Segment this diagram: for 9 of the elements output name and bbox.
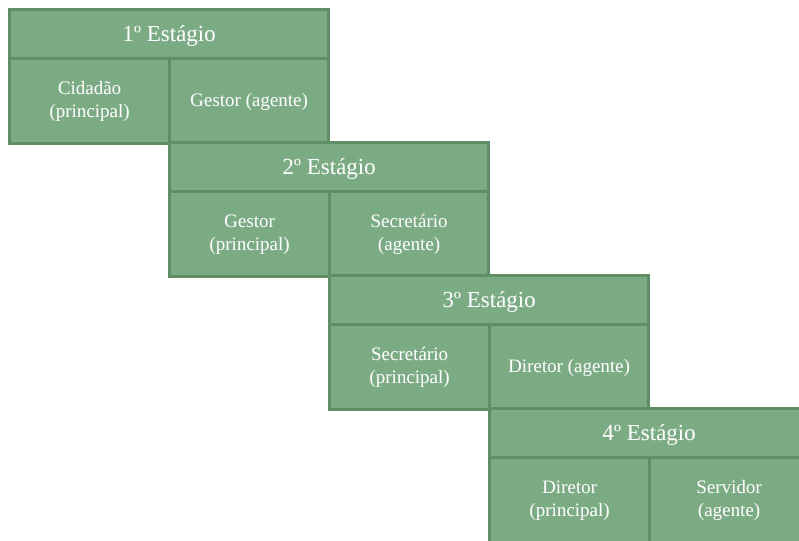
role-cell: Servidor (agente): [648, 456, 799, 541]
stage-header: 4º Estágio: [488, 407, 799, 459]
role-cell: Gestor (principal): [168, 190, 331, 278]
stage-header: 2º Estágio: [168, 141, 490, 193]
stage-header: 3º Estágio: [328, 274, 650, 326]
role-cell: Diretor (principal): [488, 456, 651, 541]
role-cell: Secretário (principal): [328, 323, 491, 411]
role-cell: Cidadão (principal): [8, 57, 171, 145]
stage-header: 1º Estágio: [8, 8, 330, 60]
